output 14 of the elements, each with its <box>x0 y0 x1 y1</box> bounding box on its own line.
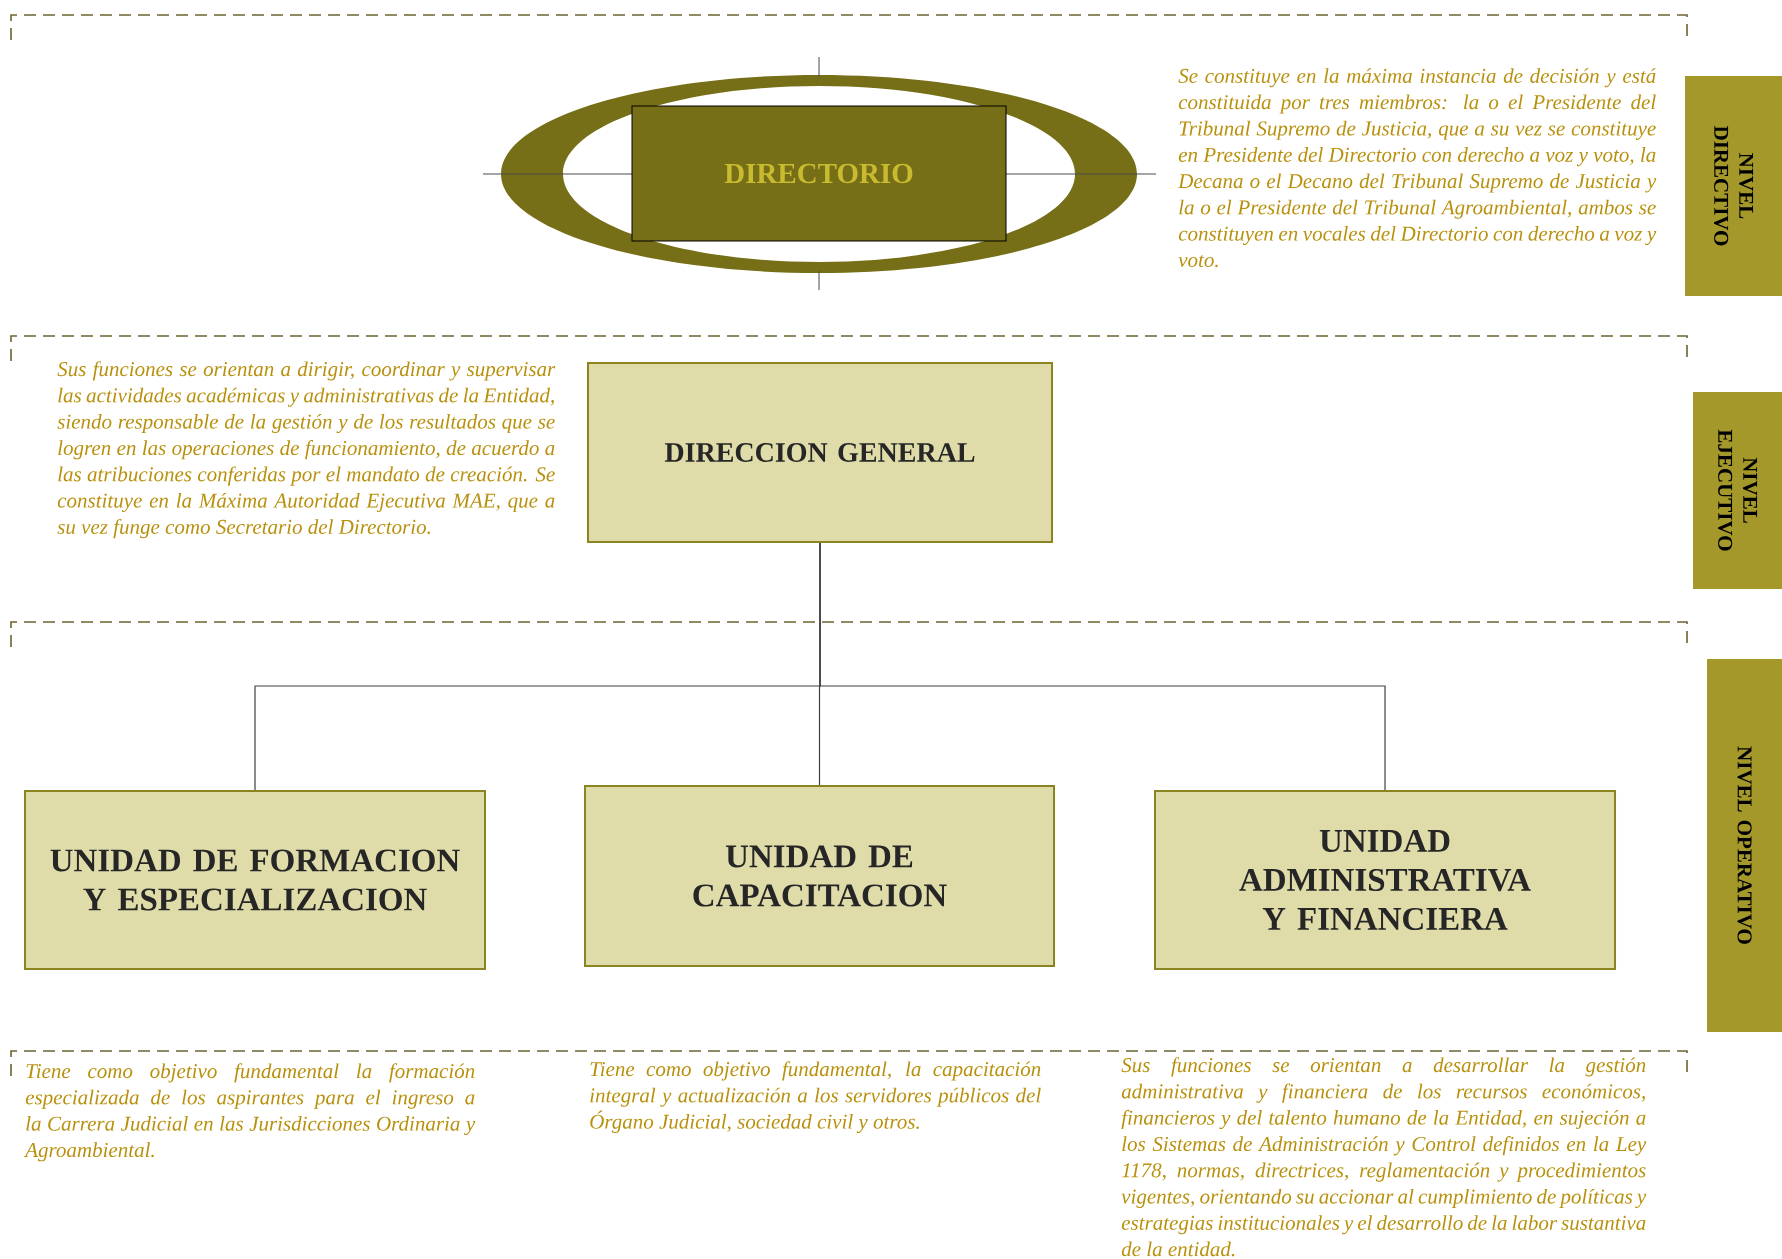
description-text: Tiene como objetivo fundamental, la capacitación integral y actualización a los servidores públicos del Órgano Judicial, sociedad civil y otros. <box>590 1061 1041 1134</box>
level-band: NIVEL DIRECTIVO <box>1685 76 1782 296</box>
level-band: NIVEL OPERATIVO <box>1707 659 1782 1032</box>
connector-line <box>819 542 1386 791</box>
unit-box: UNIDAD DE FORMACION Y ESPECIALIZACION <box>24 790 486 970</box>
description-text: Se constituye en la máxima instancia de decisión y está constituida por tres miembros: la o el Presidente del Tribunal Supremo de Justicia, que a su vez se constituye en Presidente del Directorio con derecho a voz y voto, la Decana o el Decano del Tribunal Supremo de Justicia y la o el Presidente del Tribunal Agroambiental, ambos se constituyen en vocales del Directorio con derecho a voz y voto. <box>1178 68 1657 268</box>
unit-box: DIRECCION GENERAL <box>587 362 1053 543</box>
unit-box: UNIDAD ADMINISTRATIVA Y FINANCIERA <box>1154 790 1616 970</box>
title-box: DIRECTORIO <box>631 105 1007 242</box>
unit-box: UNIDAD DE CAPACITACION <box>584 785 1055 967</box>
description-text: Sus funciones se orientan a dirigir, coordinar y supervisar las actividades académicas y administrativas de la Entidad, siendo responsable de la gestión y de los resultados que se logren en las operaciones de funcionamiento, de acuerdo a las atribuciones conferidas por el mandato de creación. Se constituye en la Máxima Autoridad Ejecutiva MAE, que a su vez funge como Secretario del Directorio. <box>57 361 556 539</box>
level-band: NIVEL EJECUTIVO <box>1693 392 1782 589</box>
description-text: Tiene como objetivo fundamental la formación especializada de los aspirantes para el ingreso a la Carrera Judicial en las Jurisdicciones Ordinaria y Agroambiental. <box>24 1063 476 1162</box>
description-text: Sus funciones se orientan a desarrollar la gestión administrativa y financiera de los recursos económicos, financieros y del talento humano de la Entidad, en sujeción a los Sistemas de Administración y Control definidos en la Ley 1178, normas, directrices, reglamentación y procedimientos vigentes, orientando su accionar al cumplimiento de políticas y estrategias institucionales y el desarrollo de la labor sustantiva de la entidad. <box>1121 1057 1647 1257</box>
